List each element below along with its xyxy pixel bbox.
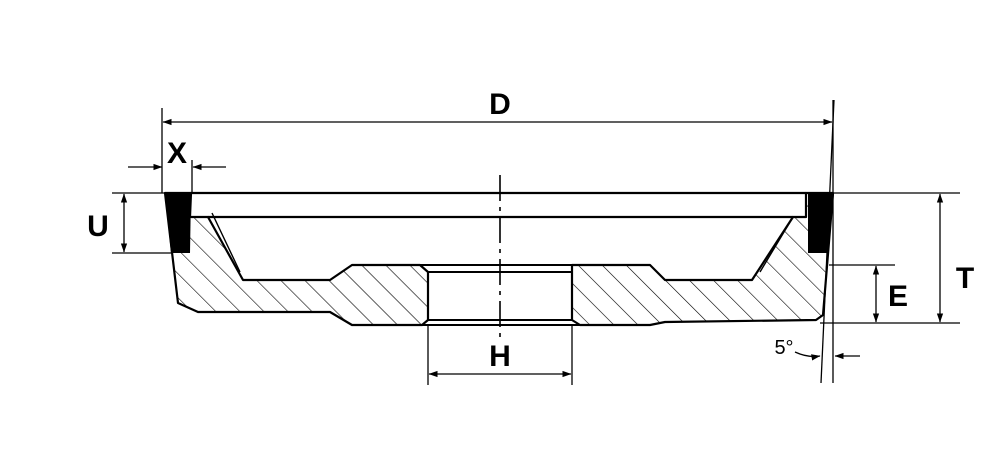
angle-arc (794, 351, 821, 361)
dimension-h (427, 325, 573, 385)
wheel-body (163, 191, 835, 327)
label-t: T (956, 262, 974, 295)
angle-indicator (794, 99, 860, 384)
wheel-left-section (163, 191, 430, 327)
cup-inner-slope (211, 212, 791, 273)
label-e: E (888, 280, 908, 313)
angle-taper-line (820, 99, 835, 384)
label-angle: 5° (774, 337, 793, 359)
dimension-x (128, 160, 226, 193)
dimension-t (820, 192, 960, 324)
cup-inner-line (191, 191, 806, 219)
dimension-e (829, 264, 895, 323)
label-d: D (489, 88, 511, 121)
wheel-right-section (570, 191, 835, 327)
abrasive-segment-left (165, 193, 191, 253)
abrasive-segment-right (808, 193, 834, 253)
label-x: X (167, 137, 187, 170)
label-u: U (87, 210, 109, 243)
dimension-u (112, 192, 172, 254)
label-h: H (489, 340, 511, 373)
